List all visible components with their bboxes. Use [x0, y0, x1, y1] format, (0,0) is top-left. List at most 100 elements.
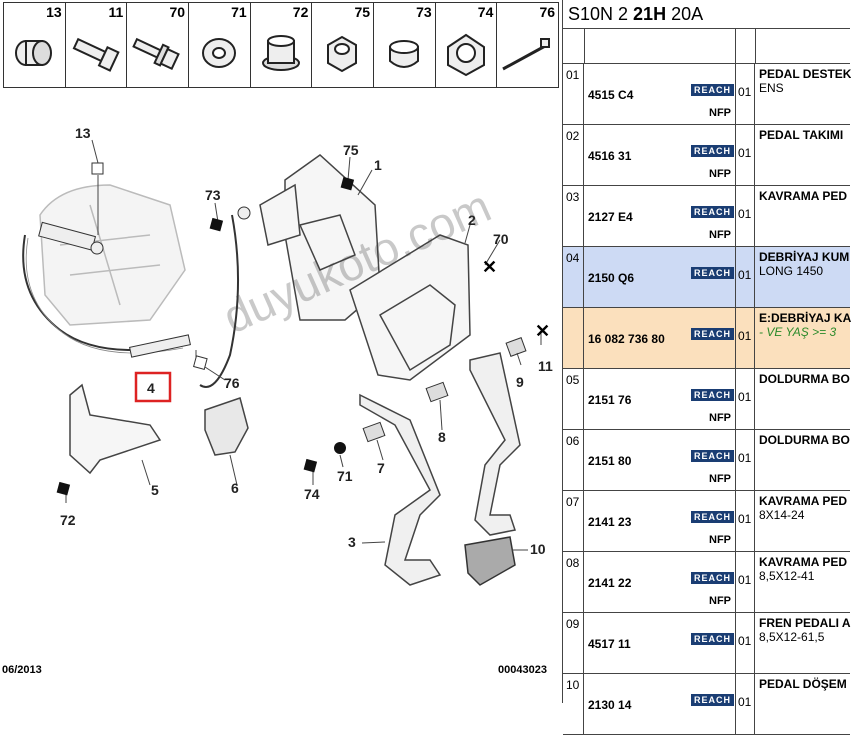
part-reference[interactable]: 2141 23 — [588, 515, 632, 529]
sleeve-icon — [15, 40, 52, 66]
strip-cell-71[interactable]: 71 — [189, 3, 251, 87]
callout-5[interactable]: 5 — [151, 482, 159, 498]
nfp-label: NFP — [709, 107, 731, 119]
reach-badge: REACH — [691, 511, 735, 523]
description-title: PEDAL DÖŞEM — [759, 677, 847, 691]
diagram-reference: 00043023 — [498, 664, 547, 676]
part-reference[interactable]: 16 082 736 80 — [588, 332, 665, 346]
strip-cell-11[interactable]: 11 — [66, 3, 128, 87]
callout-74[interactable]: 74 — [304, 486, 320, 502]
strip-number: 76 — [539, 4, 556, 20]
part-reference[interactable]: 4517 11 — [588, 637, 631, 651]
pedal-bracket — [259, 154, 471, 381]
description-title: E:DEBRİYAJ KA — [759, 311, 851, 325]
strip-cell-76[interactable]: 76 — [497, 3, 558, 87]
row-index: 02 — [563, 125, 584, 185]
description-title: FREN PEDALI A — [759, 616, 851, 630]
quantity: 01 — [735, 186, 755, 246]
description-detail: ENS — [759, 81, 784, 95]
callout-6[interactable]: 6 — [231, 480, 239, 496]
row-index: 07 — [563, 491, 584, 551]
strip-cell-74[interactable]: 74 — [436, 3, 498, 87]
reach-badge: REACH — [691, 389, 735, 401]
highlight-box-4 — [134, 371, 172, 403]
strip-number: 74 — [477, 4, 494, 20]
strip-number: 73 — [416, 4, 432, 20]
callout-75[interactable]: 75 — [343, 142, 359, 158]
strip-cell-75[interactable]: 75 — [312, 3, 375, 87]
marker-72 — [56, 481, 71, 496]
part-reference[interactable]: 2127 E4 — [588, 210, 633, 224]
model-header: S10N 2 21H 20A — [563, 0, 850, 29]
part-reference[interactable]: 2141 22 — [588, 576, 632, 590]
callout-71[interactable]: 71 — [337, 468, 353, 484]
reach-badge: REACH — [691, 450, 735, 462]
marker-76 — [193, 355, 208, 370]
callout-8[interactable]: 8 — [438, 429, 446, 445]
nfp-label: NFP — [709, 168, 731, 180]
diagram-date: 06/2013 — [2, 664, 42, 676]
row-index — [563, 308, 584, 368]
nfp-label: NFP — [709, 473, 731, 485]
svg-text:✕: ✕ — [482, 257, 497, 277]
callout-76[interactable]: 76 — [224, 375, 240, 391]
quantity: 01 — [735, 64, 755, 124]
description: DOLDURMA BO — [759, 433, 850, 447]
strip-cell-70[interactable]: 70 — [127, 3, 190, 87]
part-reference[interactable]: 4516 31 — [588, 149, 632, 163]
callout-13[interactable]: 13 — [75, 125, 91, 141]
bolt-icon — [72, 37, 120, 72]
marker-74 — [303, 458, 318, 473]
nfp-label: NFP — [709, 534, 731, 546]
part-reference[interactable]: 2151 76 — [588, 393, 632, 407]
description: DOLDURMA BO — [759, 372, 850, 386]
callout-4[interactable]: 4 — [147, 380, 155, 396]
callout-72[interactable]: 72 — [60, 512, 76, 528]
quantity: 01 — [735, 369, 755, 429]
reach-badge: REACH — [691, 84, 735, 96]
strip-cell-13[interactable]: 13 — [4, 3, 66, 87]
part-reference[interactable]: 4515 C4 — [588, 88, 634, 102]
strip-cell-72[interactable]: 72 — [251, 3, 313, 87]
quantity: 01 — [735, 552, 755, 612]
callout-70[interactable]: 70 — [493, 231, 509, 247]
callout-7[interactable]: 7 — [377, 460, 385, 476]
callout-1[interactable]: 1 — [374, 157, 382, 173]
description-title: DOLDURMA BO — [759, 372, 850, 386]
flange-nut-icon — [261, 35, 300, 71]
callout-73[interactable]: 73 — [205, 187, 221, 203]
strip-number: 71 — [231, 4, 247, 20]
part-reference[interactable]: 2150 Q6 — [588, 271, 635, 285]
callout-11[interactable]: 11 — [538, 358, 553, 374]
callout-10[interactable]: 10 — [530, 541, 546, 557]
callout-3[interactable]: 3 — [348, 534, 356, 550]
nfp-label: NFP — [709, 595, 731, 607]
marker-75 — [340, 176, 355, 191]
row-index: 01 — [563, 64, 584, 124]
callout-9[interactable]: 9 — [516, 374, 524, 390]
part-reference[interactable]: 2130 14 — [588, 698, 632, 712]
description: KAVRAMA PED — [759, 189, 847, 203]
strip-cell-73[interactable]: 73 — [374, 3, 436, 87]
quantity: 01 — [735, 308, 755, 368]
callout-2[interactable]: 2 — [468, 212, 476, 228]
part-reference[interactable]: 2151 80 — [588, 454, 632, 468]
reach-badge: REACH — [691, 145, 735, 157]
lock-nut-icon — [446, 33, 485, 77]
row-index: 06 — [563, 430, 584, 490]
description-detail: 8,5X12-61,5 — [759, 630, 825, 644]
description: E:DEBRİYAJ KA- VE YAŞ >= 3 — [759, 311, 851, 339]
